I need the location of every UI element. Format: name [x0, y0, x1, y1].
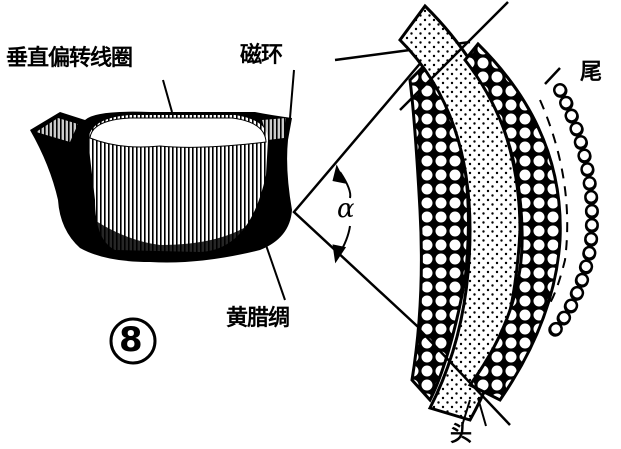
label-tail: 尾	[580, 60, 602, 85]
winding-cross-section	[398, 1, 599, 427]
label-magnetic-ring: 磁环	[240, 43, 283, 68]
figure-number: 8	[119, 320, 143, 360]
label-angle-alpha: α	[337, 194, 355, 224]
yoke-illustration	[30, 111, 292, 263]
ring-leader-line-left	[289, 69, 295, 119]
yoke-leader-line	[162, 79, 173, 113]
figure-number-circle	[109, 317, 157, 365]
angle-construction	[292, 39, 441, 339]
label-vertical-deflection-coil: 垂直偏转线圈	[6, 46, 133, 71]
label-head: 头	[450, 422, 472, 447]
waxpaper-leader-line	[257, 221, 286, 301]
label-wax-paper: 黄腊绸	[226, 306, 290, 331]
